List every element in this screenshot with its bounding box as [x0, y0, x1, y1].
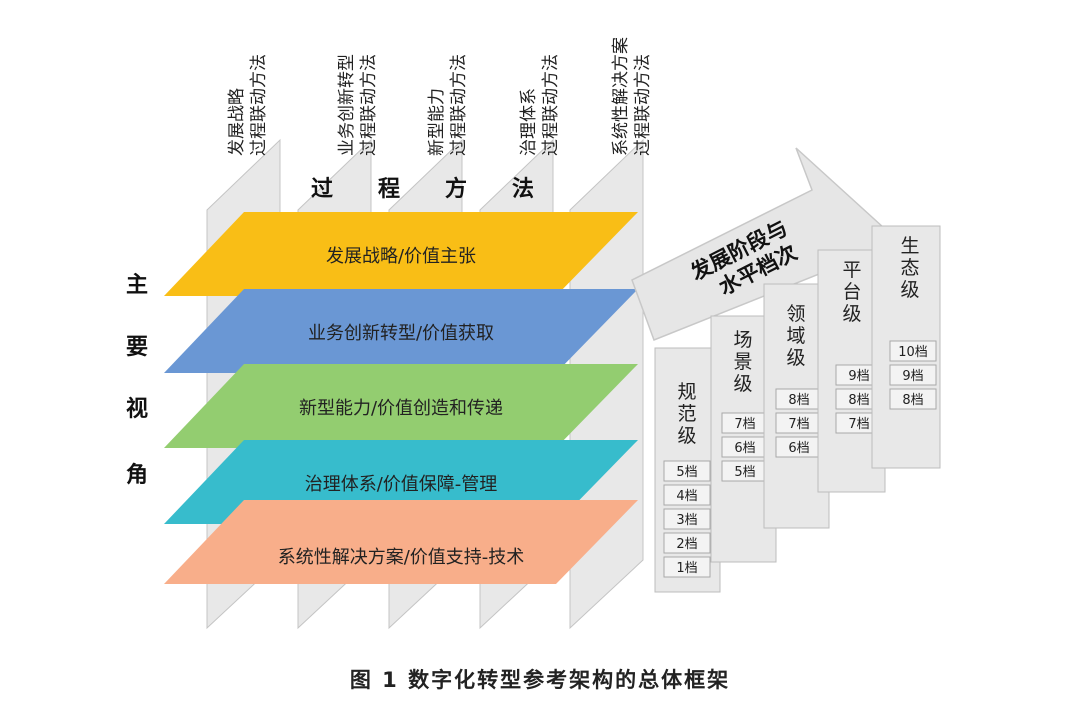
level-1-grade-5-box — [663, 556, 711, 578]
level-5-grade-1: 10档 — [898, 345, 928, 360]
level-5-grade-2: 9档 — [902, 369, 923, 384]
level-1-grade-2-box — [663, 484, 711, 506]
layer-1-label: 发展战略/价值主张 — [326, 246, 476, 267]
method-label-2-line1: 业务创新转型 — [337, 54, 357, 156]
process-char-1: 过 — [311, 177, 333, 202]
layer-5-label: 系统性解决方案/价值支持-技术 — [278, 547, 525, 568]
process-label: 过 程 方 法 — [311, 176, 534, 202]
level-1-grade-2: 4档 — [676, 489, 697, 504]
process-char-3: 方 — [445, 176, 467, 202]
level-5-grade-3-box — [889, 388, 937, 410]
level-4-name-char-1: 平 — [842, 259, 861, 281]
method-label-3-line2: 过程联动方法 — [449, 54, 469, 156]
level-3-grade-1: 8档 — [788, 393, 809, 408]
figure-caption: 图 1 数字化转型参考架构的总体框架 — [349, 668, 731, 692]
perspective-char-2: 要 — [126, 335, 148, 360]
method-label-4: 治理体系 过程联动方法 — [518, 6, 562, 156]
level-5-name-char-3: 级 — [900, 279, 919, 301]
level-1-name-char-1: 规 — [677, 381, 696, 403]
level-2-name-char-2: 景 — [733, 351, 752, 373]
level-5-name-char-1: 生 — [900, 235, 919, 257]
main-perspective-label: 主 要 视 角 — [126, 273, 148, 488]
level-2-grade-2: 6档 — [734, 441, 755, 456]
layer-5-shape — [164, 500, 638, 584]
layers: 发展战略/价值主张 业务创新转型/价值获取 新型能力/价值创造和传递 治理体系/… — [164, 212, 638, 584]
level-1-grade-4: 2档 — [676, 537, 697, 552]
layer-2-shape — [164, 289, 638, 373]
level-3-grade-3: 6档 — [788, 441, 809, 456]
method-label-2: 业务创新转型 过程联动方法 — [336, 6, 380, 156]
perspective-char-1: 主 — [126, 273, 148, 298]
method-label-4-line2: 过程联动方法 — [541, 54, 561, 156]
level-5-grade-2-box — [889, 364, 937, 386]
level-5-name-char-2: 态 — [900, 257, 919, 279]
perspective-char-4: 角 — [126, 462, 148, 488]
level-2-grade-1: 7档 — [734, 417, 755, 432]
level-1-grade-4-box — [663, 532, 711, 554]
level-1-grade-3: 3档 — [676, 513, 697, 528]
method-label-3: 新型能力 过程联动方法 — [426, 6, 470, 156]
level-1-grade-5: 1档 — [676, 561, 697, 576]
diagram-canvas: 过 程 方 法 发展战略/价值主张 业务创新转型/价值获取 新型能力/价值创造和… — [126, 138, 941, 630]
method-label-1-line1: 发展战略 — [227, 88, 247, 156]
level-4-name-char-2: 台 — [842, 281, 861, 303]
method-label-4-line1: 治理体系 — [519, 88, 539, 156]
level-5-grade-1-box — [889, 340, 937, 362]
level-4-grade-1: 9档 — [848, 369, 869, 384]
level-5-grade-3: 8档 — [902, 393, 923, 408]
level-1-grade-1-box — [663, 460, 711, 482]
method-label-5: 系统性解决方案 过程联动方法 — [610, 6, 654, 156]
layer-1-shape — [164, 212, 638, 296]
perspective-char-3: 视 — [126, 396, 148, 422]
level-3-grade-2: 7档 — [788, 417, 809, 432]
level-1-grade-3-box — [663, 508, 711, 530]
level-3-name-char-1: 领 — [786, 303, 805, 325]
layer-2-label: 业务创新转型/价值获取 — [308, 323, 494, 344]
method-label-2-line2: 过程联动方法 — [359, 54, 379, 156]
method-label-5-line2: 过程联动方法 — [633, 54, 653, 156]
level-1-name-char-2: 范 — [677, 403, 696, 425]
level-4-name-char-3: 级 — [842, 303, 861, 325]
method-label-5-line1: 系统性解决方案 — [611, 37, 631, 156]
process-char-4: 法 — [512, 177, 534, 202]
layer-4-label: 治理体系/价值保障-管理 — [305, 474, 498, 495]
level-4-grade-2: 8档 — [848, 393, 869, 408]
level-3-name-char-2: 域 — [786, 325, 805, 347]
level-1-grade-1: 5档 — [676, 465, 697, 480]
level-4-grade-3: 7档 — [848, 417, 869, 432]
method-label-3-line1: 新型能力 — [427, 88, 447, 156]
method-label-1-line2: 过程联动方法 — [249, 54, 269, 156]
level-1-name-char-3: 级 — [677, 425, 696, 447]
level-2-grade-3: 5档 — [734, 465, 755, 480]
level-2-name-char-3: 级 — [733, 373, 752, 395]
layer-3-label: 新型能力/价值创造和传递 — [299, 398, 503, 419]
layer-3-shape — [164, 364, 638, 448]
method-label-1: 发展战略 过程联动方法 — [226, 6, 270, 156]
level-2-name-char-1: 场 — [733, 329, 752, 351]
level-3-name-char-3: 级 — [786, 347, 805, 369]
development-arrow: 发展阶段与 水平档次 — [631, 147, 885, 341]
levels: 规 范 级 5档 4档 3档 2档 1档 场 景 级 7档 6档 5档 — [654, 225, 941, 593]
process-char-2: 程 — [378, 177, 400, 202]
